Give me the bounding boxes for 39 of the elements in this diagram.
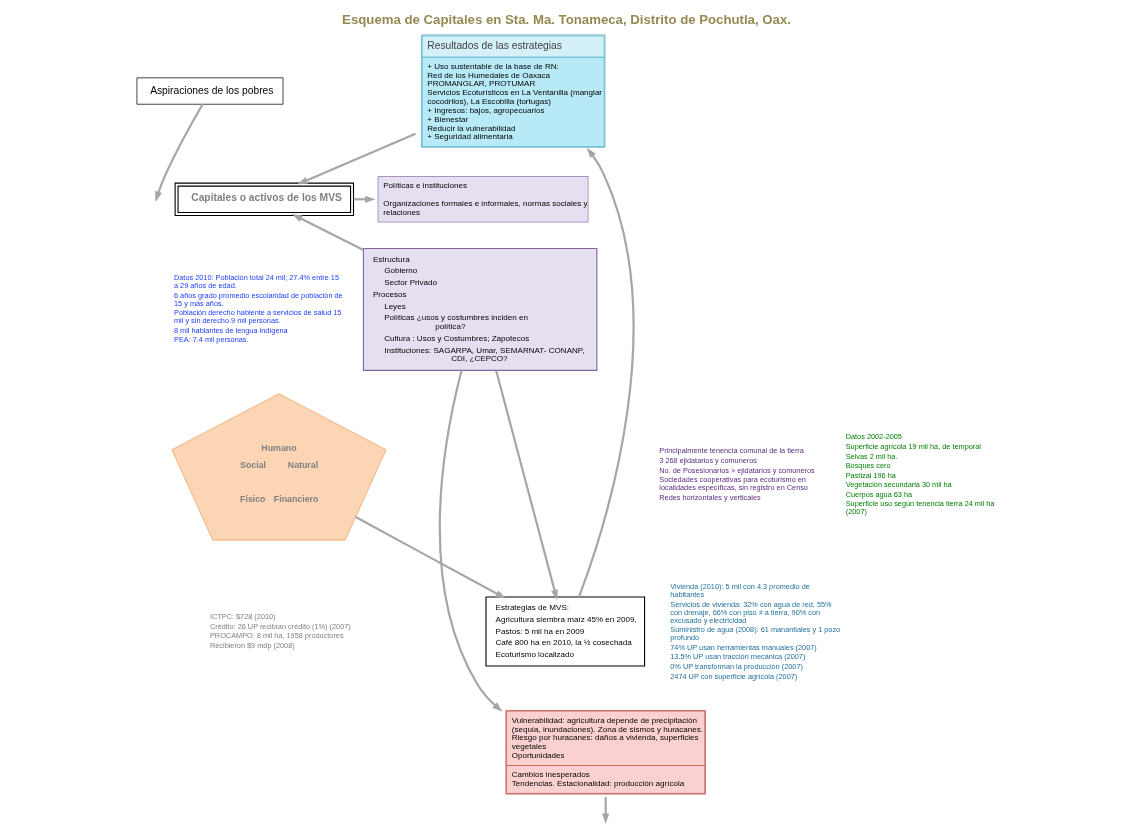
label: Principalmente tenencia comunal de la tierra — [658, 446, 804, 456]
label: Cuerpos agua 63 ha — [845, 489, 912, 499]
label: Vegetación secundaria 30 mil ha — [845, 480, 952, 490]
arrow — [291, 214, 364, 251]
label: Servicios de vivienda: 32% con agua de red, 55% con drenaje, 66% con piso ≠ a tierra, 90% con excusado y electricidad — [669, 599, 832, 625]
label: 8 mil hablantes de lengua indígena — [173, 325, 288, 335]
node-box: Aspiraciones de los pobres — [136, 77, 283, 105]
label: Recibieron $9 mdp (2008) — [209, 640, 295, 650]
label: ICTPC: $728 (2010) — [209, 612, 276, 622]
label: 13.5% UP usan tracción mecánica (2007) — [669, 652, 805, 662]
arrow — [577, 147, 635, 598]
arrow — [354, 516, 506, 599]
arrow — [438, 370, 502, 712]
label: Vivienda (2010): 5 mil con 4.3 promedio de habitantes — [669, 581, 810, 600]
label: Datos 2002-2005 — [845, 432, 902, 442]
label: PROCAMPO: 8 mil ha, 1958 productores — [209, 631, 344, 641]
node-box: Estructura Gobierno Sector Privado Procesos Leyes Políticas ¿usos y costumbres inciden en política? Cultura : Usos y Costumbres; Zapotecos Instituciones: SAGARPA, Umar, SEMARNAT- CONANP, CDI, ¿CEPCO? — [362, 247, 597, 371]
label: Suministro de agua (2008): 61 manantiales y 1 pozo profundo — [669, 625, 840, 643]
label: Bosques cero — [845, 461, 891, 471]
diagram-title: Esquema de Capitales en Sta. Ma. Tonameca, Distrito de Pochutla, Oax. — [341, 12, 791, 28]
label: Superficie agrícola 19 mil ha, de temporal — [845, 442, 981, 452]
label: No. de Posesionarios > ejidatarios y comuneros — [658, 465, 815, 475]
label: 74% UP usan herramientas manuales (2007) — [669, 642, 817, 652]
label: Población derecho habiente a servicios de salud 15 mil y sin derecho 9 mil personas. — [173, 308, 341, 326]
label: 2474 UP con superficie agrícola (2007) — [669, 671, 797, 681]
label: 0% UP transforman la producción (2007) — [669, 661, 803, 671]
arrow — [494, 370, 558, 601]
label: PEA: 7.4 mil personas. — [173, 335, 249, 345]
label: Pastizal 196 ha — [845, 470, 896, 480]
node-box: Estrategias de MVS: Agricultura siembra maíz 45% en 2009, Pastos: 5 mil ha en 2009 Café 800 ha en 2010, la ½ cosechada Ecoturismo localizado — [484, 596, 645, 667]
label: Selvas 2 mil ha. — [845, 451, 897, 461]
label: Superficie uso según tenencia tierra 24 mil ha (2007) — [845, 499, 994, 517]
label: Sociedades cooperativas para ecoturismo en localidades específicas, sin registro en Censo — [658, 475, 808, 493]
arrow — [296, 132, 416, 185]
label: Crédito: 26 UP recibían crédito (1%) (2007) — [209, 621, 351, 631]
label: 3 268 ejidatarios y comuneros — [658, 455, 757, 465]
label: 6 años grado promedio escolaridad de población de 15 y más años. — [173, 290, 343, 308]
label: Redes horizontales y verticales — [658, 492, 761, 502]
label: Datos 2010: Población total 24 mil; 27.4% entre 15 a 29 años de edad. — [173, 273, 339, 291]
